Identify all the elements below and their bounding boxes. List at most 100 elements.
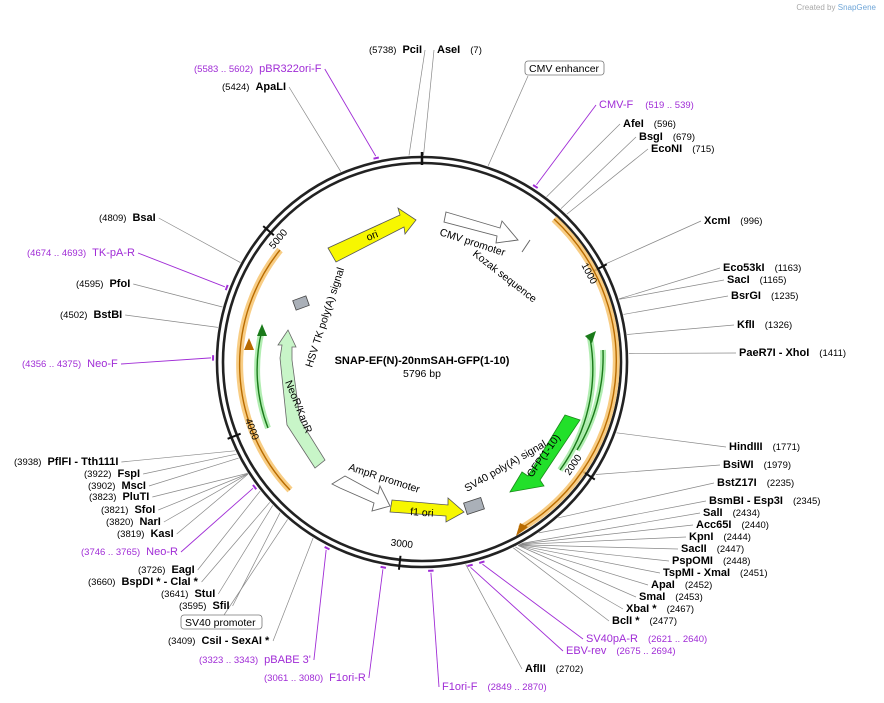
primer-leader-line	[137, 252, 226, 288]
svg-text:(4809)BsaI: (4809)BsaI	[99, 212, 156, 224]
enzyme-name: BclI *	[612, 615, 640, 627]
primer-name: Neo-R	[146, 546, 178, 558]
enzyme-name: Eco53kI	[723, 262, 765, 274]
f1-ori-feature	[389, 497, 465, 523]
enzyme-name: BstBI	[93, 309, 122, 321]
enzyme-name: PfoI	[109, 278, 130, 290]
green-arrowhead-right-1	[585, 331, 596, 343]
primer-leader-line	[470, 567, 564, 652]
enzyme-pos: (715)	[692, 144, 714, 155]
primer-range: (3061 .. 3080)	[264, 673, 323, 684]
enzyme-name: PciI	[402, 44, 422, 56]
enzyme-pos: (2477)	[650, 616, 677, 627]
enzyme-name: PflFI - Tth111I	[47, 456, 118, 468]
enzyme-pos: (3660)	[88, 577, 115, 588]
enzyme-name: SacII	[681, 543, 707, 555]
svg-text:(3409)CsiI - SexAI *: (3409)CsiI - SexAI *	[168, 635, 270, 647]
enzyme-name: PaeR7I - XhoI	[739, 347, 809, 359]
enzyme-name: StuI	[194, 588, 215, 600]
enzyme-pos: (3641)	[161, 589, 188, 600]
enzyme-name: BspDI * - ClaI *	[121, 576, 198, 588]
primer-range: (4356 .. 4375)	[22, 359, 81, 370]
svg-text:EcoNI(715): EcoNI (715)	[651, 143, 714, 155]
enzyme-leader-line	[152, 473, 248, 498]
enzyme-name: BsmBI - Esp3I	[709, 495, 783, 507]
svg-text:CMV-F(519 .. 539): CMV-F (519 .. 539)	[599, 99, 694, 111]
credit-prefix: Created by	[796, 3, 836, 12]
enzyme-pos: (596)	[654, 119, 676, 130]
enzyme-pos: (1979)	[764, 460, 791, 471]
green-arc-right-1	[559, 337, 594, 471]
sv40-promoter-label: SV40 promoter	[185, 617, 256, 629]
enzyme-leader-line	[148, 457, 239, 487]
enzyme-leader-line	[517, 545, 637, 598]
cmv-promoter-feature	[443, 211, 519, 244]
svg-text:(3660)BspDI * - ClaI *: (3660) BspDI * - ClaI *	[88, 576, 199, 588]
enzyme-pos: (1165)	[760, 275, 787, 286]
svg-text:F1ori-F(2849 .. 2870): F1ori-F (2849 .. 2870)	[442, 681, 547, 693]
primer-name: SV40pA-R	[586, 633, 638, 645]
primer-mark	[532, 184, 539, 189]
cds-arrowhead-left	[244, 338, 254, 350]
enzyme-pos: (3902)	[88, 481, 115, 492]
enzyme-name: FspI	[117, 468, 140, 480]
enzyme-name: SalI	[703, 507, 723, 519]
svg-text:(3061 .. 3080)F1ori-R: (3061 .. 3080)F1ori-R	[264, 672, 366, 684]
svg-text:BsiWI(1979): BsiWI(1979)	[723, 459, 791, 471]
svg-text:(3323 .. 3343)pBABE 3': (3323 .. 3343)pBABE 3'	[199, 654, 311, 666]
enzyme-leader-line	[121, 450, 236, 463]
enzyme-name: SfoI	[134, 504, 155, 516]
svg-text:KpnI(2444): KpnI(2444)	[689, 531, 751, 543]
svg-text:(4356 .. 4375)Neo-F: (4356 .. 4375)Neo-F	[22, 358, 118, 370]
enzyme-leader-line	[288, 86, 342, 172]
primer-range: (2849 .. 2870)	[487, 682, 546, 693]
primer-leader-line	[180, 487, 254, 553]
enzyme-pos: (5424)	[222, 82, 249, 93]
enzyme-leader-line	[125, 314, 218, 328]
svg-text:AfeI(596): AfeI(596)	[623, 118, 676, 130]
enzyme-name: SfiI	[212, 600, 229, 612]
enzyme-pos: (3819)	[117, 529, 144, 540]
enzyme-name: XcmI	[704, 215, 730, 227]
enzyme-pos: (3595)	[179, 601, 206, 612]
svg-text:(3641)StuI: (3641) StuI	[161, 588, 215, 600]
tick-label: 4000	[242, 417, 261, 442]
primer-range: (4674 .. 4693)	[27, 248, 86, 259]
enzyme-leader-line	[423, 49, 435, 156]
enzyme-pos: (7)	[470, 45, 482, 56]
primer-leader-line	[313, 549, 327, 661]
svg-text:(3902)MscI: (3902)MscI	[88, 480, 146, 492]
enzyme-pos: (2702)	[556, 664, 583, 675]
enzyme-leader-line	[520, 524, 694, 545]
svg-text:PaeR7I - XhoI(1411): PaeR7I - XhoI(1411)	[739, 347, 846, 359]
enzyme-leader-line	[158, 473, 248, 511]
enzyme-leader-line	[619, 279, 725, 300]
primer-name: F1ori-F	[442, 681, 478, 693]
enzyme-name: BstZ17I	[717, 477, 757, 489]
svg-text:(3823)PluTI: (3823)PluTI	[89, 491, 149, 503]
primer-range: (519 .. 539)	[645, 100, 694, 111]
svg-text:SacII(2447): SacII (2447)	[681, 543, 744, 555]
enzyme-pos: (3938)	[14, 457, 41, 468]
enzyme-leader-line	[619, 267, 721, 300]
svg-text:XcmI(996): XcmI(996)	[704, 215, 762, 227]
enzyme-leader-line	[616, 432, 727, 448]
green-arc-right-2	[576, 349, 604, 451]
svg-text:SalI(2434): SalI(2434)	[703, 507, 760, 519]
enzyme-name: KflI	[737, 319, 755, 331]
enzyme-name: EcoNI	[651, 143, 682, 155]
gfp-feature	[509, 414, 581, 493]
tick-mark	[262, 225, 275, 236]
enzyme-leader-line	[518, 544, 649, 586]
kozak-label: Kozak sequence	[470, 248, 539, 305]
sv40-promoter-box	[180, 614, 263, 630]
enzyme-pos: (2447)	[717, 544, 744, 555]
primer-name: CMV-F	[599, 99, 634, 111]
tick-label: 3000	[390, 538, 414, 551]
primer-range: (3746 .. 3765)	[81, 547, 140, 558]
enzyme-name: AflII	[525, 663, 546, 675]
enzyme-name: KpnI	[689, 531, 713, 543]
enzyme-pos: (4502)	[60, 310, 87, 321]
sv40-polya-feature	[463, 497, 485, 515]
primer-mark	[373, 156, 380, 160]
